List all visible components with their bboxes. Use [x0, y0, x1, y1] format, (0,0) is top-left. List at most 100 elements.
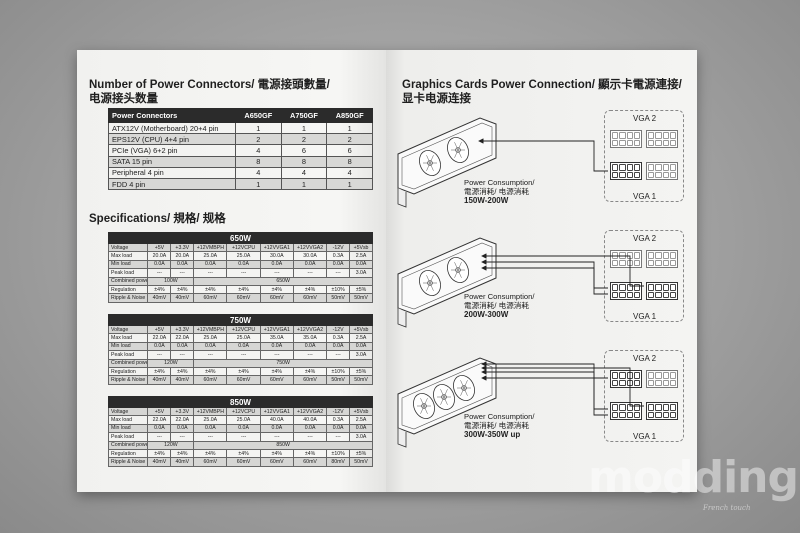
pin [619, 379, 626, 386]
spec-row-regulation: Regulation±4%±4%±4%±4%±4%±4%±10%±5% [107, 448, 373, 459]
pin [626, 164, 633, 171]
pin [633, 259, 640, 266]
pin [669, 291, 676, 298]
spec-cell: 0.0A [292, 259, 328, 270]
spec-cell: 60mV [193, 375, 228, 385]
pin [633, 139, 640, 146]
pin [648, 404, 655, 411]
spec-cell: 2.5A [349, 415, 373, 425]
spec-cell: +3.3V [170, 324, 195, 335]
spec-cell: 50mV [349, 457, 373, 467]
spec-cell: Voltage [107, 242, 149, 253]
spec-cell: 60mV [292, 375, 328, 385]
connectors-title: Number of Power Connectors/ 電源接頭數量/ 电源接头… [89, 78, 330, 106]
spec-cell: ±5% [349, 448, 373, 459]
pin [669, 252, 676, 259]
spec-cell: 0.0A [193, 259, 228, 270]
vga2-connector-a [610, 130, 642, 148]
spec-cell: -12V [326, 406, 351, 417]
watermark-tagline: French touch [703, 504, 751, 512]
spec-cell: 0.0A [226, 259, 261, 270]
spec-cell: +12VVGA2 [292, 324, 328, 335]
connectors-table: Power Connectors A650GF A750GF A850GF AT… [108, 108, 373, 191]
pin [612, 379, 619, 386]
spec-cell: +5Vsb [349, 242, 373, 253]
pin [662, 132, 669, 139]
pin [648, 291, 655, 298]
pin [662, 404, 669, 411]
spec-cell: 40mV [147, 375, 172, 385]
spec-cell: ±4% [170, 284, 195, 295]
pin [669, 164, 676, 171]
spec-cell: 0.3A [326, 251, 351, 261]
pin [612, 171, 619, 178]
spec-cell: 0.0A [259, 341, 294, 352]
spec-cell: Peak load [107, 268, 149, 278]
spec-cell: --- [226, 268, 261, 278]
spec-cell: 3.0A [349, 268, 373, 278]
header-cell: A650GF [235, 108, 282, 123]
spec-cell: Ripple & Noise [107, 293, 149, 303]
spec-row-voltage: Voltage+5V+3.3V+12VMBPH+12VCPU+12VVGA1+1… [107, 324, 373, 335]
pin [662, 252, 669, 259]
spec-cell: +12VVGA1 [259, 324, 294, 335]
pin [648, 164, 655, 171]
pin [669, 259, 676, 266]
spec-cell: 25.0A [226, 251, 261, 261]
spec-cell: ±10% [326, 284, 351, 295]
pin [669, 284, 676, 291]
pin [626, 139, 633, 146]
connector-cell: 4 [326, 166, 373, 179]
spec-cell: 0.0A [326, 341, 351, 352]
pin [662, 411, 669, 418]
spec-cell: 50mV [349, 375, 373, 385]
pin [655, 171, 662, 178]
connector-cell: SATA 15 pin [108, 155, 236, 168]
spec-row-peak_load: Peak load---------------------3.0A [107, 432, 373, 442]
connector-cell: EPS12V (CPU) 4+4 pin [108, 133, 236, 146]
spec-header-row: 850W [108, 396, 373, 408]
spec-cell: 25.0A [193, 415, 228, 425]
pin [619, 139, 626, 146]
connector-cell: 8 [326, 155, 373, 168]
spec-cell: 0.0A [259, 259, 294, 270]
pin [662, 284, 669, 291]
spec-cell: 0.0A [170, 259, 195, 270]
spec-cell: -12V [326, 242, 351, 253]
pin [648, 372, 655, 379]
spec-cell: 3.0A [349, 350, 373, 360]
connector-cell: ATX12V (Motherboard) 20+4 pin [108, 121, 236, 135]
spec-row-voltage: Voltage+5V+3.3V+12VMBPH+12VCPU+12VVGA1+1… [107, 406, 373, 417]
spec-cell: Max load [107, 333, 149, 343]
spec-cell: 0.0A [326, 423, 351, 434]
spec-cell: ±4% [147, 284, 172, 295]
spec-cell: 0.0A [193, 341, 228, 352]
vga2-connector-b [646, 250, 678, 268]
spec-cell: 120W [147, 440, 195, 450]
spec-cell: 60mV [259, 375, 294, 385]
spec-cell: ±4% [170, 448, 195, 459]
spec-cell: 0.3A [326, 415, 351, 425]
spec-cell: --- [292, 350, 328, 360]
spec-cell: 0.0A [349, 341, 373, 352]
spec-cell: Max load [107, 415, 149, 425]
connectors-title-line1: Number of Power Connectors/ 電源接頭數量/ [89, 79, 330, 91]
vga1-connector-a [610, 162, 642, 180]
spec-cell: Regulation [107, 448, 149, 459]
power-consumption-watts: 200W-300W [464, 310, 509, 319]
spec-cell: +12VMBPH [193, 406, 228, 417]
pin [626, 411, 633, 418]
pin [662, 379, 669, 386]
connector-cell: 4 [235, 144, 282, 157]
connector-cell: PCIe (VGA) 6+2 pin [108, 144, 236, 157]
pin [619, 171, 626, 178]
pin [648, 411, 655, 418]
vga1-label: VGA 1 [633, 192, 657, 201]
connector-cell: 8 [235, 155, 282, 168]
power-consumption-label-cjk: 電源消耗/ 电源消耗 [464, 301, 529, 310]
pin [633, 284, 640, 291]
